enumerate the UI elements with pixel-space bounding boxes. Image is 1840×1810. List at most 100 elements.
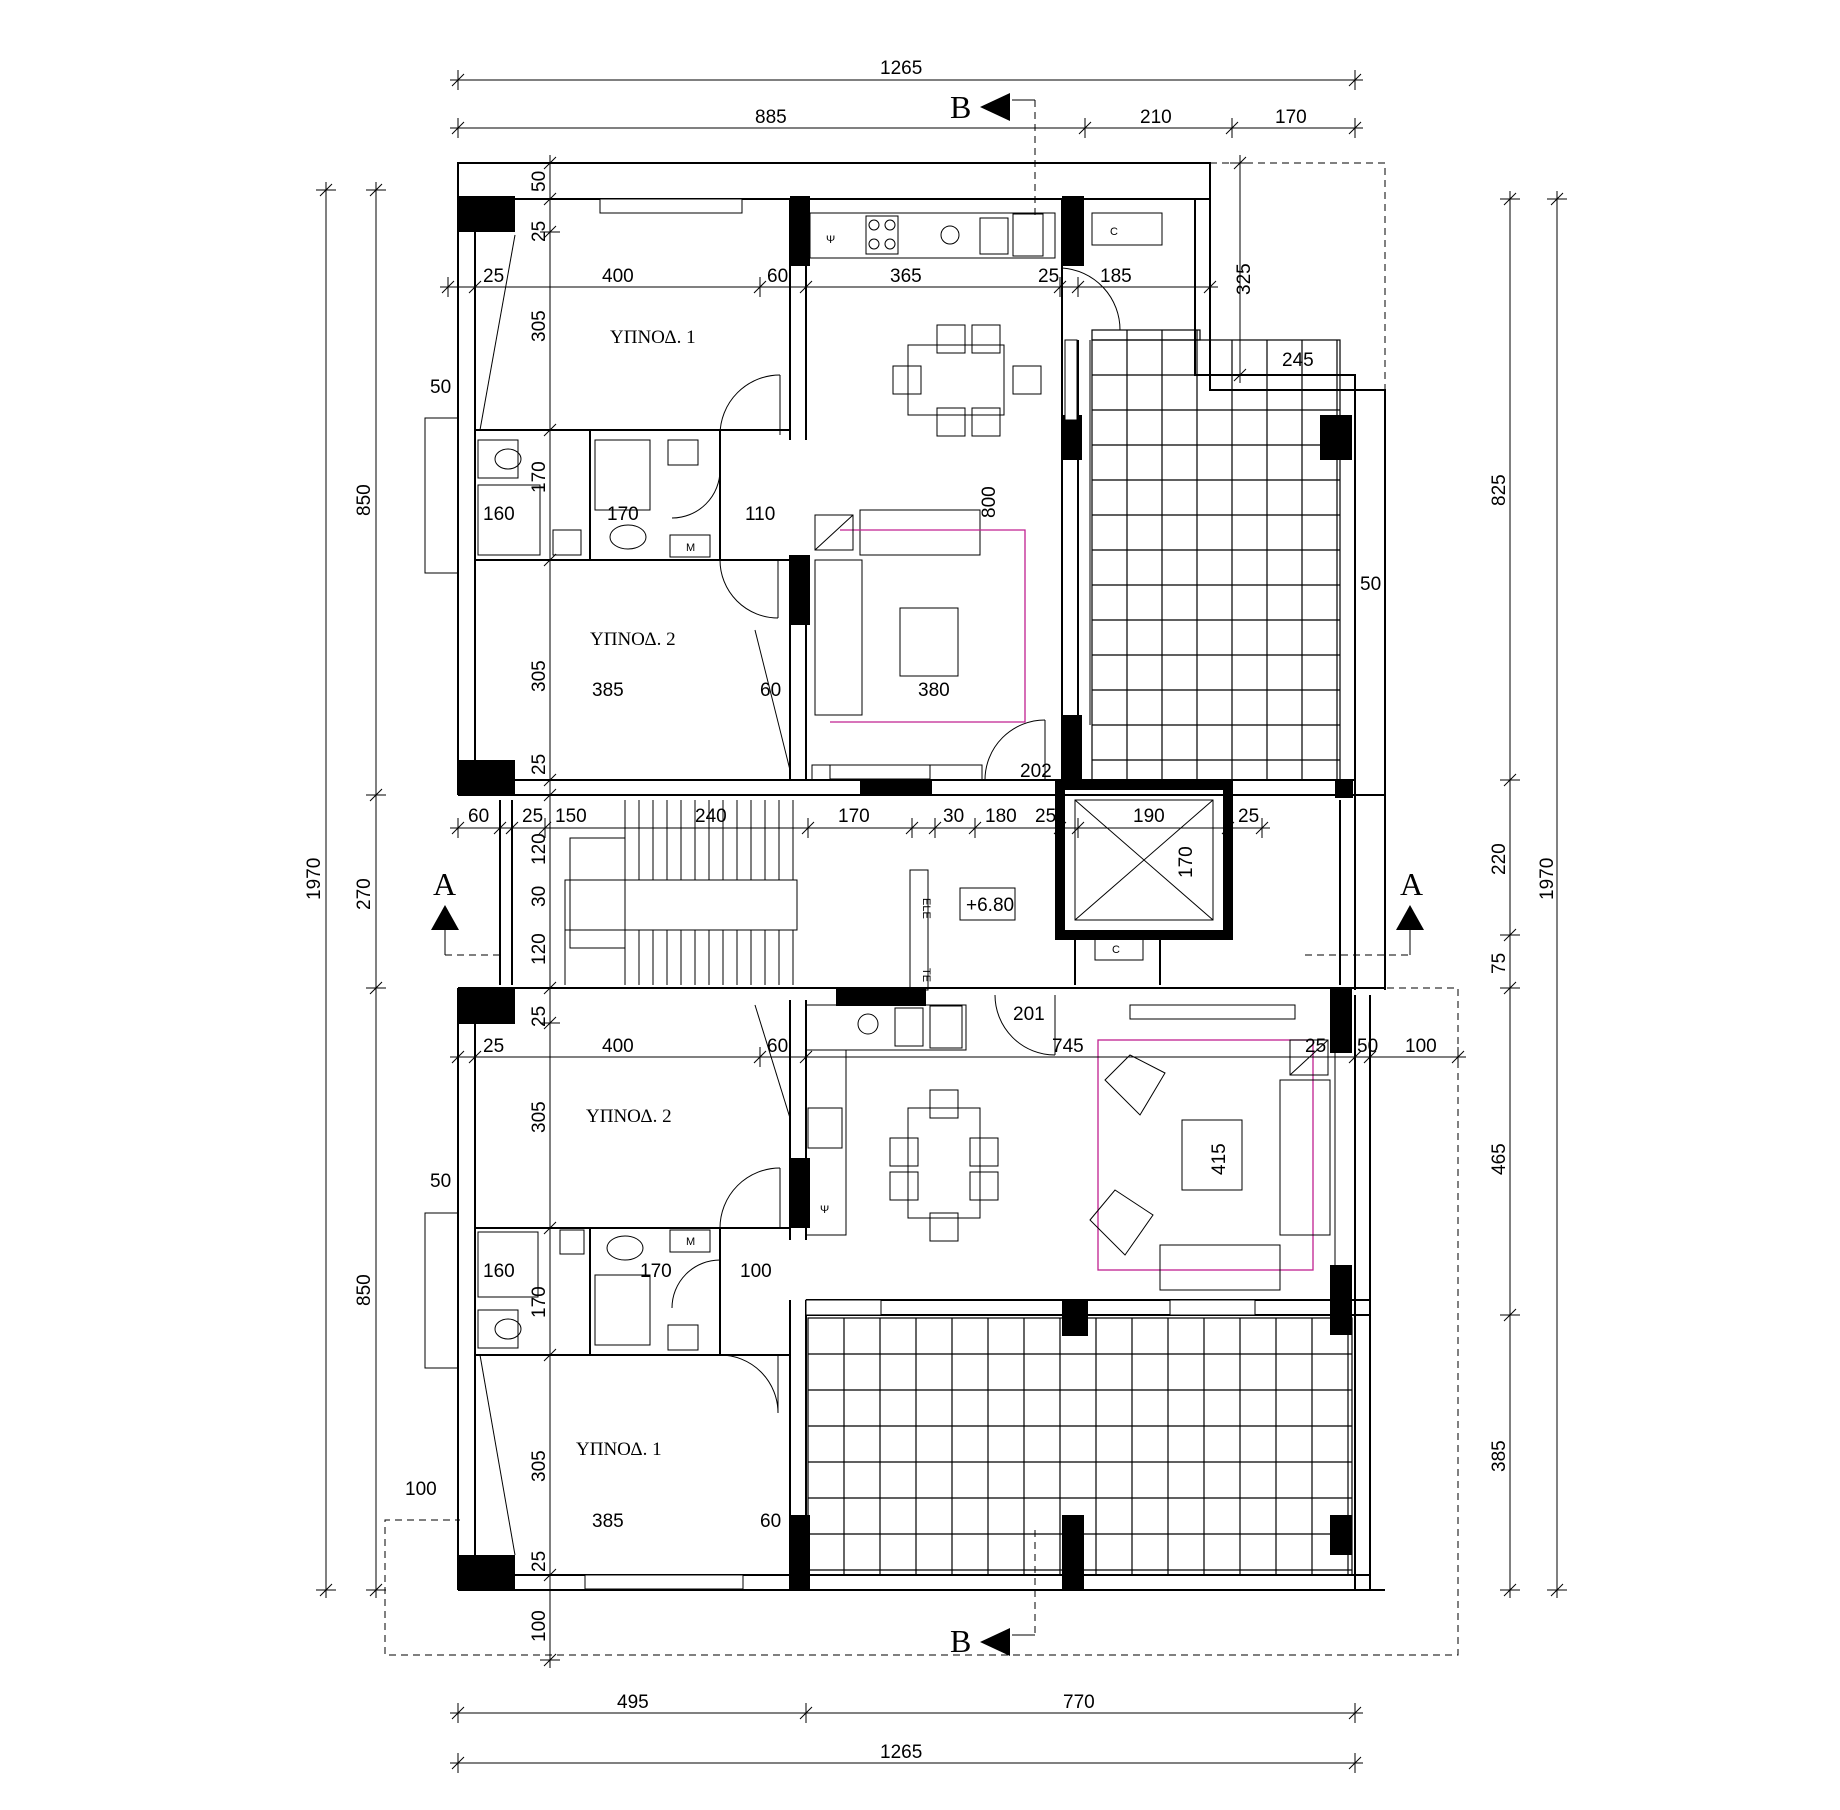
room-label-bedroom2-bottom: ΥΠΝΟΔ. 2 (586, 1106, 672, 1127)
dim-c-25b: 25 (1035, 806, 1056, 827)
dim-t1-380: 380 (918, 680, 950, 701)
dim-t1-245: 245 (1282, 350, 1314, 371)
dim-t1-60: 60 (767, 266, 788, 287)
dim-c-190: 190 (1133, 806, 1165, 827)
dim-bot-total: 1265 (880, 1742, 922, 1763)
level-mark: +6.80 (966, 895, 1014, 916)
terrace-tiles (807, 329, 1353, 1576)
dim-c-150: 150 (555, 806, 587, 827)
labels: ΥΠΝΟΔ. 1 ΥΠΝΟΔ. 2 ΥΠΝΟΔ. 2 ΥΠΝΟΔ. 1 B B … (433, 89, 1423, 1659)
dim-b-25v: 25 (529, 1006, 550, 1027)
section-mark-b-top: B (950, 89, 971, 125)
furniture (477, 212, 1331, 1351)
columns (458, 196, 1353, 1591)
dim-b-745: 745 (1052, 1036, 1084, 1057)
dim-c-30: 30 (943, 806, 964, 827)
dim-right-220: 220 (1489, 843, 1510, 875)
dim-c-240: 240 (695, 806, 727, 827)
section-mark-b-bottom: B (950, 1623, 971, 1659)
dim-c-170: 170 (838, 806, 870, 827)
dim-b-60: 60 (767, 1036, 788, 1057)
dim-left-850a: 850 (354, 484, 375, 516)
room-label-bedroom2-top: ΥΠΝΟΔ. 2 (590, 629, 676, 650)
dim-t1-385: 385 (592, 680, 624, 701)
dim-t1-185: 185 (1100, 266, 1132, 287)
dimension-lines (316, 70, 1567, 1773)
dim-b-305: 305 (529, 1101, 550, 1133)
dim-b-50r: 50 (1357, 1036, 1378, 1057)
dim-b-415: 415 (1209, 1143, 1230, 1175)
dim-top-170: 170 (1275, 107, 1307, 128)
dim-right-825: 825 (1489, 474, 1510, 506)
dim-right-75: 75 (1489, 953, 1510, 974)
dim-b-25: 25 (483, 1036, 504, 1057)
dim-b-170v: 170 (529, 1286, 550, 1318)
dim-top-25: 25 (529, 221, 550, 242)
dim-t1-305: 305 (529, 310, 550, 342)
dim-t1-50: 50 (430, 377, 451, 398)
dim-right-1970: 1970 (1537, 858, 1558, 900)
dim-b-100v: 100 (529, 1610, 550, 1642)
dim-t1-60b: 60 (760, 680, 781, 701)
dim-t1-400: 400 (602, 266, 634, 287)
dim-t1-25: 25 (483, 266, 504, 287)
dim-b-160: 160 (483, 1261, 515, 1282)
mark-ele: ELE (920, 898, 932, 919)
dim-top-210: 210 (1140, 107, 1172, 128)
dimension-texts: 1265 885 210 170 50 25 25 400 60 365 25 … (304, 58, 1558, 1763)
section-mark-a-right: A (1400, 866, 1423, 902)
dim-b-25vb: 25 (529, 1551, 550, 1572)
room-label-bedroom1-bottom: ΥΠΝΟΔ. 1 (576, 1439, 662, 1460)
dim-c-60: 60 (468, 806, 489, 827)
dim-b-305b: 305 (529, 1450, 550, 1482)
dim-t1-170v: 170 (529, 461, 550, 493)
dim-t1-25b: 25 (1038, 266, 1059, 287)
dim-b-100r: 100 (1405, 1036, 1437, 1057)
mark-psi-bottom: Ψ (820, 1204, 829, 1216)
stairs (564, 800, 798, 985)
windows (584, 198, 1296, 1590)
dim-b-385: 385 (592, 1511, 624, 1532)
dim-b-50: 50 (430, 1171, 451, 1192)
dim-t1-50r: 50 (1360, 574, 1381, 595)
dim-b-60b: 60 (760, 1511, 781, 1532)
dim-c-120a: 120 (529, 833, 550, 865)
dim-c-170v: 170 (1176, 846, 1197, 878)
dim-c-180: 180 (985, 806, 1017, 827)
dim-top-total: 1265 (880, 58, 922, 79)
dim-t1-170: 170 (607, 504, 639, 525)
dim-t1-365: 365 (890, 266, 922, 287)
dim-b-170: 170 (640, 1261, 672, 1282)
dim-right-465: 465 (1489, 1143, 1510, 1175)
dim-c-120b: 120 (529, 933, 550, 965)
dim-c-25: 25 (522, 806, 543, 827)
walls (424, 162, 1386, 1591)
dim-t1-160: 160 (483, 504, 515, 525)
dim-top-50: 50 (529, 171, 550, 192)
dim-top-885: 885 (755, 107, 787, 128)
dim-b-25r: 25 (1305, 1036, 1326, 1057)
dim-left-1970: 1970 (304, 858, 325, 900)
dim-b-201: 201 (1013, 1004, 1045, 1025)
dim-left-850b: 850 (354, 1274, 375, 1306)
mark-psi-top: Ψ (826, 234, 835, 246)
dim-t1-800: 800 (979, 486, 1000, 518)
dim-b-100l: 100 (405, 1479, 437, 1500)
dashed-outlines (384, 162, 1459, 1656)
dim-t1-25v: 25 (529, 754, 550, 775)
dim-left-270: 270 (354, 878, 375, 910)
mark-m-bottom: M (686, 1236, 695, 1248)
dim-b-100: 100 (740, 1261, 772, 1282)
dim-t1-305b: 305 (529, 660, 550, 692)
dim-t1-202: 202 (1020, 761, 1052, 782)
mark-c-top: C (1110, 226, 1118, 238)
dim-t1-110: 110 (745, 504, 775, 525)
dim-c-30v: 30 (529, 886, 550, 907)
dim-bot-770: 770 (1063, 1692, 1095, 1713)
doors (479, 234, 1121, 1556)
room-label-bedroom1-top: ΥΠΝΟΔ. 1 (610, 327, 696, 348)
mark-te: TE (920, 968, 932, 982)
section-markers (431, 93, 1424, 1656)
mark-c-core: C (1112, 944, 1120, 956)
